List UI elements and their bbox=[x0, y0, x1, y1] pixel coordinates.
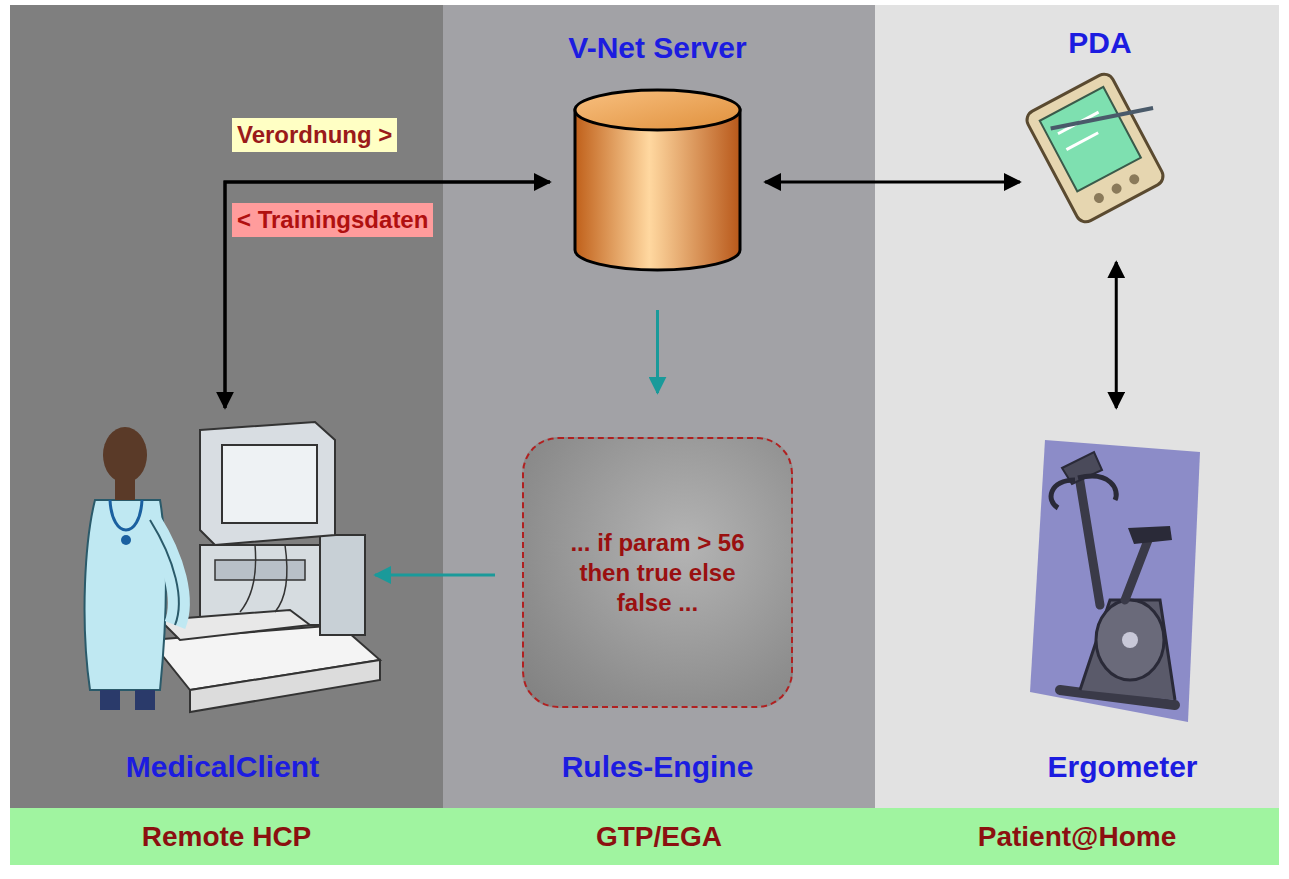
device-node: Ergometer bbox=[1020, 408, 1225, 785]
database-cylinder bbox=[575, 90, 740, 270]
device-node: PDA bbox=[1020, 25, 1180, 262]
zone-label: Remote HCP bbox=[142, 808, 312, 865]
node-title: Ergometer bbox=[1047, 749, 1197, 785]
edge-label: Verordnung > bbox=[232, 118, 397, 152]
connector-arrow bbox=[375, 574, 495, 577]
database-node: V-Net Server bbox=[550, 30, 765, 300]
rules-node: ... if param > 56 then true else false .… bbox=[515, 395, 800, 785]
zone-panel: Patient@Home PDA Ergometer bbox=[875, 5, 1279, 865]
node-title: MedicalClient bbox=[126, 749, 319, 785]
doctor-computer-clipart bbox=[85, 422, 380, 712]
panel-ground bbox=[875, 5, 1279, 808]
connector-arrow bbox=[225, 182, 550, 408]
panel-ground bbox=[443, 5, 875, 808]
zone-label: Patient@Home bbox=[978, 808, 1176, 865]
edge-label: < Trainingsdaten bbox=[232, 203, 433, 237]
footer-band bbox=[10, 808, 1279, 865]
rule-box: ... if param > 56 then true else false .… bbox=[522, 437, 793, 708]
pda-icon bbox=[1024, 60, 1186, 225]
zone-label: GTP/EGA bbox=[596, 808, 722, 865]
zone-panel: GTP/EGA V-Net Server ... if param > 56 the… bbox=[443, 5, 875, 865]
ergometer-bike bbox=[1030, 440, 1200, 722]
connector-arrow bbox=[1115, 262, 1118, 408]
node-title: PDA bbox=[1068, 25, 1131, 61]
connector-arrow bbox=[656, 310, 659, 393]
node-title: V-Net Server bbox=[568, 30, 746, 66]
connector-arrow bbox=[765, 181, 1020, 184]
node-title: Rules-Engine bbox=[562, 749, 754, 785]
client-node: MedicalClient bbox=[60, 408, 385, 785]
connector-arrow bbox=[225, 182, 550, 408]
